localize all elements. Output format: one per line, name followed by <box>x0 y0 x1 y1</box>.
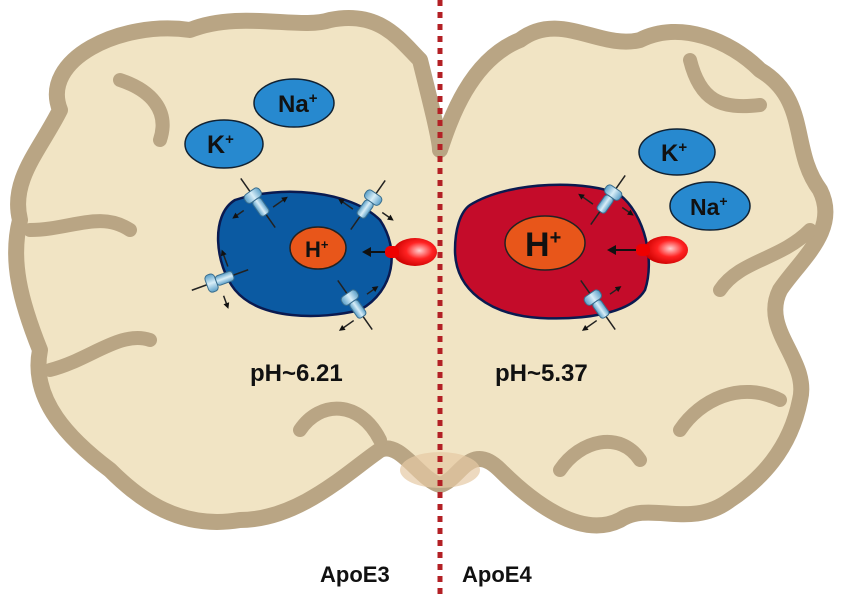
ion-k-right: K+ <box>638 128 716 176</box>
proton-pump-icon <box>607 236 688 264</box>
brain-sulci <box>23 53 817 477</box>
svg-text:H+: H+ <box>525 226 561 264</box>
ph-left: pH~6.21 <box>250 360 343 387</box>
genotype-left: ApoE3 <box>320 562 390 587</box>
svg-text:Na+: Na+ <box>690 193 728 220</box>
proton-left: H+ <box>289 226 347 270</box>
proton-right: H+ <box>504 215 586 271</box>
proton-pump-icon <box>362 238 437 266</box>
svg-text:H+: H+ <box>305 237 329 262</box>
ion-na-right: Na+ <box>669 181 751 231</box>
ion-na-left: Na+ <box>253 78 335 128</box>
svg-text:K+: K+ <box>207 131 234 159</box>
ion-k-left: K+ <box>184 119 264 169</box>
svg-text:Na+: Na+ <box>278 90 318 118</box>
svg-text:K+: K+ <box>661 139 687 167</box>
ph-right: pH~5.37 <box>495 360 588 387</box>
genotype-right: ApoE4 <box>462 562 532 587</box>
